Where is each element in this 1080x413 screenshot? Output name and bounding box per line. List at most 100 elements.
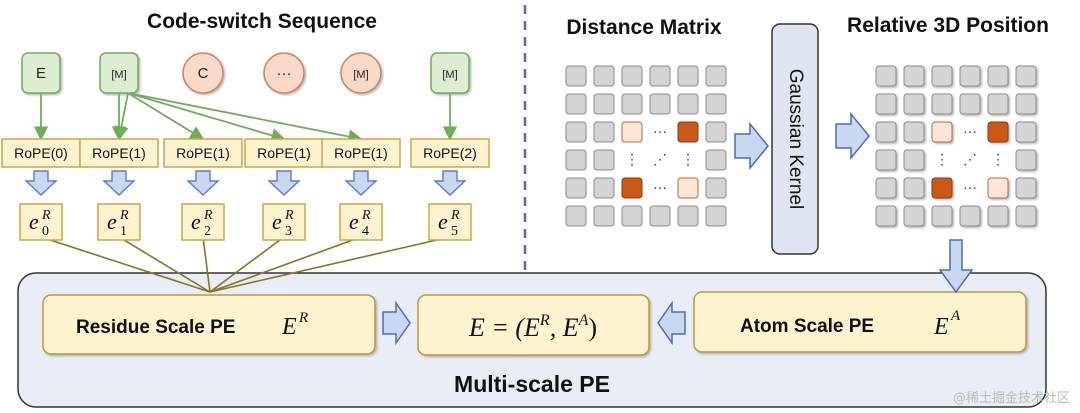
- grid-cell: [1015, 177, 1037, 199]
- multiscale-label: Multi-scale PE: [454, 371, 610, 397]
- grid-cell: [903, 205, 925, 227]
- grid-cell: [705, 121, 727, 143]
- embedding-base: e: [191, 209, 201, 234]
- token-circle: [263, 52, 305, 94]
- embedding-sup: R: [41, 208, 51, 223]
- token-square: [99, 52, 139, 94]
- mask-link-line: [127, 92, 286, 143]
- embedding-sup: R: [203, 208, 213, 223]
- grid-cell: [565, 121, 587, 143]
- grid-cell: [1015, 121, 1037, 143]
- grid-cell: [565, 65, 587, 87]
- distance-matrix-title: Distance Matrix: [566, 16, 722, 39]
- mask-link-line: [127, 92, 205, 140]
- token-3: ···: [263, 52, 305, 94]
- grid-cell: [875, 205, 897, 227]
- rope-rect: [321, 138, 401, 168]
- token-square: [430, 52, 470, 94]
- ellipsis-d: ⋰: [653, 151, 667, 167]
- grid-cell: [875, 149, 897, 171]
- grid-cell: [959, 65, 981, 87]
- rope-down-arrow: [186, 170, 220, 196]
- rope-rect: [163, 138, 243, 168]
- embedding-sub: 2: [204, 224, 211, 239]
- convergence-line: [118, 236, 211, 293]
- rope-box-5: RoPE(2): [410, 138, 490, 196]
- arrow-dm-to-gaussian: [734, 121, 769, 171]
- grid-cell: [903, 65, 925, 87]
- ellipsis-h: ···: [963, 123, 977, 139]
- grid-cell: [593, 121, 615, 143]
- embedding-rect: [181, 203, 225, 241]
- rope-label: RoPE(2): [423, 145, 477, 161]
- grid-cell: [593, 205, 615, 227]
- grid-cell: [565, 177, 587, 199]
- grid-cell: [903, 93, 925, 115]
- grid-cell-dark: [987, 121, 1009, 143]
- embedding-rect: [97, 203, 141, 241]
- token-circle: [182, 52, 224, 94]
- grid-cell: [875, 65, 897, 87]
- rope-box-4: RoPE(1): [321, 138, 401, 196]
- grid-cell: [593, 149, 615, 171]
- rope-label: RoPE(1): [257, 145, 311, 161]
- token-5: [M]: [430, 52, 470, 94]
- grid-cell: [987, 65, 1009, 87]
- embedding-rect: [339, 203, 383, 241]
- embedding-rect: [428, 203, 472, 241]
- ellipsis-v: ⋮: [935, 151, 949, 167]
- mask-connections: [33, 92, 458, 144]
- atom-scale-pe-label: Atom Scale PE: [740, 316, 874, 337]
- grid-cell: [565, 149, 587, 171]
- embedding-convergence: [40, 236, 451, 293]
- ellipsis-v: ⋮: [681, 151, 695, 167]
- grid-cell: [705, 65, 727, 87]
- grid-cell: [959, 93, 981, 115]
- mask-link-line: [127, 92, 363, 144]
- code-switch-title: Code-switch Sequence: [147, 10, 377, 33]
- grid-cell: [621, 65, 643, 87]
- embedding-base: e: [438, 209, 448, 234]
- grid-cell: [649, 205, 671, 227]
- grid-cell: [649, 93, 671, 115]
- convergence-line: [202, 236, 211, 293]
- arrow-gaussian-to-3d: [835, 111, 870, 161]
- grid-cell: [705, 205, 727, 227]
- rope-down-arrow: [102, 170, 136, 196]
- gaussian-kernel-box: [771, 23, 819, 255]
- grid-cell: [931, 205, 953, 227]
- token-2: C: [182, 52, 224, 94]
- ellipsis-h: ···: [653, 179, 667, 195]
- grid-cell: [621, 205, 643, 227]
- grid-cell: [931, 65, 953, 87]
- token-label: [M]: [111, 69, 126, 81]
- embedding-base: e: [107, 209, 117, 234]
- token-label: ···: [277, 65, 292, 82]
- embedding-rect: [262, 203, 306, 241]
- atom-pe-sup: A: [950, 308, 961, 324]
- grid-cell-light: [621, 121, 643, 143]
- rope-down-arrow: [24, 170, 58, 196]
- rope-label: RoPE(1): [92, 145, 146, 161]
- token-1: [M]: [99, 52, 139, 94]
- token-label: E: [36, 65, 46, 82]
- relative-3d-grid: ······⋮⋰⋮: [875, 65, 1037, 227]
- grid-cell-light: [987, 177, 1009, 199]
- rope-box-2: RoPE(1): [163, 138, 243, 196]
- tokens-layer: E[M]C···[M][M]RoPE(0)RoPE(1)RoPE(1)RoPE(…: [1, 52, 490, 293]
- rope-box-1: RoPE(1): [79, 138, 159, 196]
- ellipsis-h: ···: [963, 179, 977, 195]
- grid-cell: [649, 65, 671, 87]
- grid-cell: [565, 93, 587, 115]
- convergence-line: [209, 236, 362, 293]
- grid-cell: [705, 149, 727, 171]
- token-label: [M]: [442, 69, 457, 81]
- grid-cell: [875, 121, 897, 143]
- ellipsis-v: ⋮: [625, 151, 639, 167]
- token-circle: [340, 52, 382, 94]
- rope-label: RoPE(1): [176, 145, 230, 161]
